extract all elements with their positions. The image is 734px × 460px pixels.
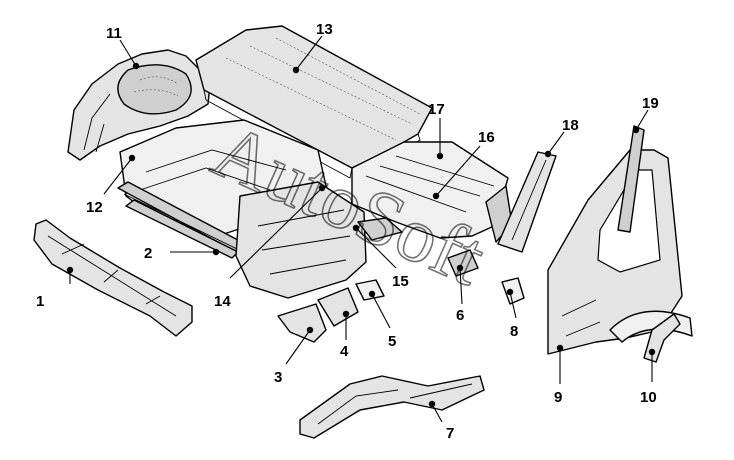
leader-lines: [66, 35, 656, 423]
part-9-quarter-panel: [547, 149, 693, 355]
part-1-front-member: [33, 219, 193, 337]
part-11-rear-inner-panel: [67, 49, 211, 161]
callout-17: 17: [428, 101, 445, 118]
part-18-pillar: [497, 151, 557, 253]
callout-19: 19: [642, 95, 659, 112]
callout-2: 2: [144, 245, 152, 262]
callout-16: 16: [478, 129, 495, 146]
callout-5: 5: [388, 333, 396, 350]
callout-3: 3: [274, 369, 282, 386]
callout-6: 6: [456, 307, 464, 324]
callout-4: 4: [340, 343, 349, 360]
callout-9: 9: [554, 389, 562, 406]
part-7-long-bracket: [299, 375, 485, 439]
callout-1: 1: [36, 293, 44, 310]
callout-8: 8: [510, 323, 518, 340]
callout-13: 13: [316, 21, 333, 38]
callout-labels: 1 2 3 4 5 6 7 8 9 10 11 12 13 14 15 16 1…: [36, 21, 659, 442]
part-15-bracket: [357, 217, 403, 241]
callout-7: 7: [446, 425, 454, 442]
callout-14: 14: [214, 293, 231, 310]
callout-10: 10: [640, 389, 657, 406]
callout-11: 11: [106, 25, 122, 42]
part-19-pillar-upper: [617, 125, 645, 233]
part-3-bracket: [277, 303, 327, 343]
part-4-bracket: [317, 287, 359, 327]
part-5-bracket: [355, 279, 385, 301]
callout-18: 18: [562, 117, 579, 134]
callout-15: 15: [392, 273, 409, 290]
part-14-center-floor: [235, 181, 367, 299]
part-16-floor-panel: [351, 141, 513, 243]
part-6-bracket: [447, 249, 479, 277]
callout-12: 12: [86, 199, 103, 216]
